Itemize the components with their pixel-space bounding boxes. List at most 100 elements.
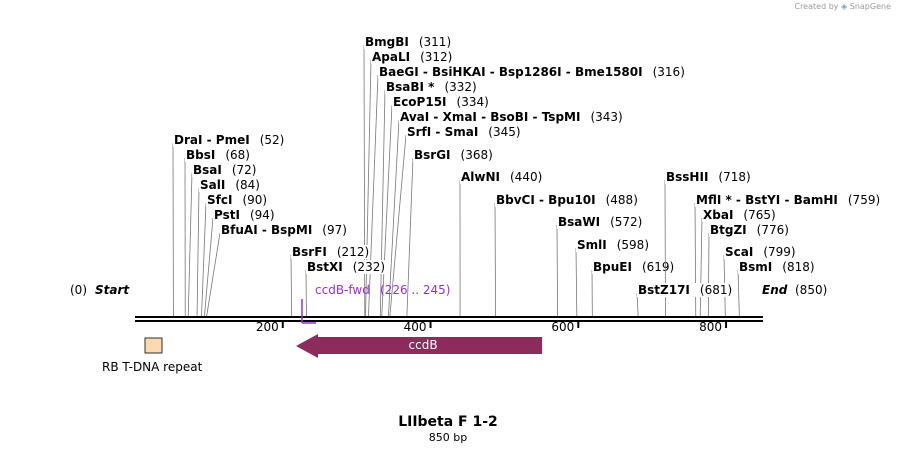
site-position: (84): [235, 178, 260, 192]
restriction-site[interactable]: BsaI (72): [187, 163, 258, 317]
restriction-site[interactable]: MflI * - BstYI - BamHI(759): [694, 193, 882, 317]
restriction-site[interactable]: BpuEI(619): [591, 260, 676, 317]
site-position: (759): [848, 193, 880, 207]
site-enzyme-name: SfcI: [207, 193, 232, 207]
snapgene-logo-icon: ◈: [841, 2, 848, 11]
ruler-tick-label: 800: [699, 320, 722, 334]
site-connector-line: [290, 254, 293, 317]
restriction-site[interactable]: AlwNI (440): [459, 170, 544, 317]
site-connector-line: [494, 202, 496, 317]
restriction-site[interactable]: SfcI(90): [201, 193, 269, 317]
site-label: EcoP15I(334): [393, 95, 489, 109]
feature-rb-tdna-repeat[interactable]: RB T-DNA repeat: [102, 337, 203, 374]
restriction-site[interactable]: PstI(94): [204, 208, 276, 317]
site-label: BpuEI(619): [593, 260, 674, 274]
restriction-site[interactable]: BstZ17I (681): [636, 283, 734, 317]
site-label-background: [185, 148, 251, 162]
restriction-site[interactable]: BbvCI - Bpu10I(488): [494, 193, 639, 317]
site-label: BsaBI *(332): [386, 80, 477, 94]
site-position: (681): [700, 283, 732, 297]
ruler-tick-label: 600: [551, 320, 574, 334]
site-enzyme-name: BsaI: [193, 163, 222, 177]
site-enzyme-name: BstXI: [307, 260, 343, 274]
credit-brand: SnapGene: [849, 2, 891, 11]
ruler-tick-label: 400: [404, 320, 427, 334]
site-position: (316): [653, 65, 685, 79]
site-position: (799): [763, 245, 795, 259]
site-position: (72): [232, 163, 257, 177]
site-position: (68): [225, 148, 250, 162]
site-enzyme-name: ScaI: [725, 245, 753, 259]
restriction-site[interactable]: BfuAI - BspMI(97): [206, 223, 348, 317]
site-enzyme-name: AlwNI: [461, 170, 500, 184]
site-label-background: [385, 80, 478, 94]
restriction-site[interactable]: SrfI - SmaI(345): [389, 125, 522, 317]
site-label-background: [392, 95, 490, 109]
site-position: (343): [590, 110, 622, 124]
restriction-site[interactable]: BssHII(718): [664, 170, 752, 317]
site-enzyme-name: BstZ17I: [638, 283, 690, 297]
site-label: AvaI - XmaI - BsoBI - TspMI(343): [400, 110, 623, 124]
site-enzyme-name: DraI - PmeI: [174, 133, 250, 147]
restriction-site[interactable]: XbaI (765): [699, 208, 777, 317]
restriction-site[interactable]: EcoP15I(334): [381, 95, 490, 317]
site-label-background: [665, 170, 752, 184]
restriction-sites-layer: BmgBI(311)ApaLI (312)BaeGI - BsiHKAI - Bs…: [172, 35, 882, 317]
site-enzyme-name: XbaI: [703, 208, 733, 222]
site-label-background: [173, 133, 286, 147]
start-position: (0): [70, 283, 87, 297]
site-label-background: [192, 163, 258, 177]
site-enzyme-name: BbsI: [186, 148, 215, 162]
site-label: BbsI (68): [186, 148, 250, 162]
restriction-site[interactable]: DraI - PmeI (52): [172, 133, 286, 317]
restriction-site[interactable]: BbsI (68): [184, 148, 251, 317]
site-label-background: [291, 245, 371, 259]
site-position: (332): [444, 80, 476, 94]
site-label: MflI * - BstYI - BamHI(759): [696, 193, 880, 207]
site-connector-line: [556, 224, 559, 317]
end-label: End: [762, 283, 788, 297]
restriction-site[interactable]: BsaWI(572): [556, 215, 644, 317]
site-enzyme-name: SalI: [200, 178, 225, 192]
site-label: BsmI(818): [739, 260, 815, 274]
dna-backbone: [135, 316, 763, 322]
site-position: (312): [420, 50, 452, 64]
site-position: (718): [718, 170, 750, 184]
restriction-site[interactable]: BsrGI(368): [406, 148, 494, 317]
site-label-background: [576, 238, 651, 252]
end-position: (850): [795, 283, 827, 297]
site-label-background: [378, 65, 686, 79]
site-enzyme-name: BsmI: [739, 260, 772, 274]
restriction-site[interactable]: BaeGI - BsiHKAI - Bsp1286I - Bme1580I(31…: [368, 65, 686, 317]
site-label: SrfI - SmaI(345): [407, 125, 521, 139]
site-connector-line: [187, 172, 193, 317]
restriction-site[interactable]: ApaLI (312): [365, 50, 454, 317]
map-title: LIIbeta F 1-2: [398, 414, 498, 430]
restriction-site[interactable]: BstXI(232): [305, 260, 387, 317]
site-position: (765): [743, 208, 775, 222]
primer-ccdb-fwd[interactable]: ccdB-fwd (226 .. 245): [301, 283, 450, 324]
site-label: SalI (84): [200, 178, 260, 192]
restriction-site[interactable]: BsrFI(212): [290, 245, 371, 317]
site-label-background: [702, 208, 777, 222]
restriction-site[interactable]: SalI (84): [196, 178, 261, 317]
restriction-site[interactable]: BmgBI(311): [363, 35, 453, 317]
restriction-site[interactable]: AvaI - XmaI - BsoBI - TspMI(343): [388, 110, 624, 317]
site-label-background: [413, 148, 494, 162]
restriction-site[interactable]: BsaBI *(332): [379, 80, 478, 317]
feature-ccdb[interactable]: ccdB: [296, 334, 543, 358]
restriction-site[interactable]: SmlI(598): [575, 238, 651, 317]
site-enzyme-name: PstI: [214, 208, 240, 222]
site-label: BbvCI - Bpu10I(488): [496, 193, 638, 207]
site-position: (440): [510, 170, 542, 184]
site-label: BsrGI(368): [414, 148, 493, 162]
site-position: (52): [260, 133, 285, 147]
site-connector-line: [196, 187, 200, 317]
site-enzyme-name: ApaLI: [372, 50, 410, 64]
site-label-background: [220, 223, 348, 237]
restriction-site[interactable]: ScaI (799): [723, 245, 797, 317]
restriction-site[interactable]: BtgZI(776): [707, 223, 790, 317]
site-enzyme-name: BbvCI - Bpu10I: [496, 193, 596, 207]
restriction-site[interactable]: BsmI(818): [737, 260, 816, 317]
